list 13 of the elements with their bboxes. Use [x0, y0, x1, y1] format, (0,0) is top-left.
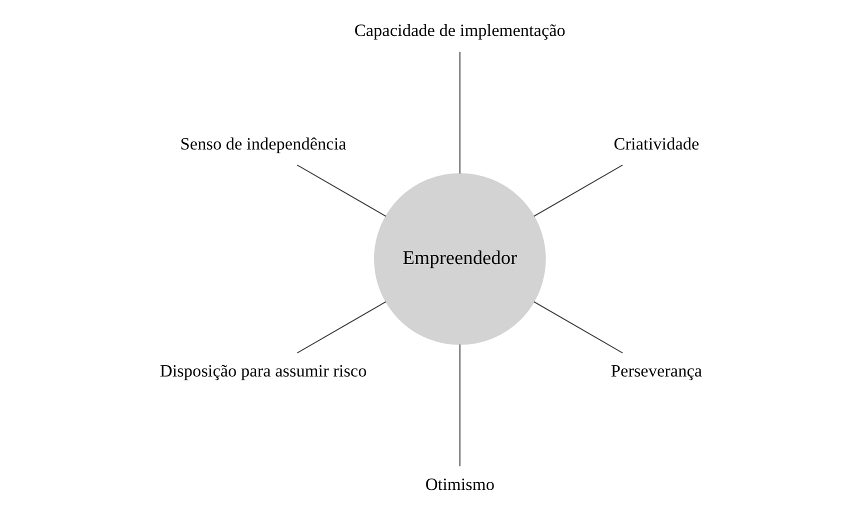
node-text: Senso de independência	[180, 134, 346, 154]
node-text: Perseverança	[610, 362, 702, 381]
connector	[534, 301, 623, 354]
connector	[459, 344, 460, 466]
connector	[534, 164, 623, 217]
node-text: Disposição para assumir risco	[160, 362, 367, 381]
node-text: Otimismo	[425, 475, 494, 494]
connector	[296, 164, 386, 217]
node-text: Criatividade	[614, 134, 700, 154]
node-text: Capacidade de implementação	[354, 21, 566, 40]
connector	[459, 52, 460, 174]
connector	[296, 301, 386, 354]
node-circle: Empreendedor	[374, 173, 546, 345]
